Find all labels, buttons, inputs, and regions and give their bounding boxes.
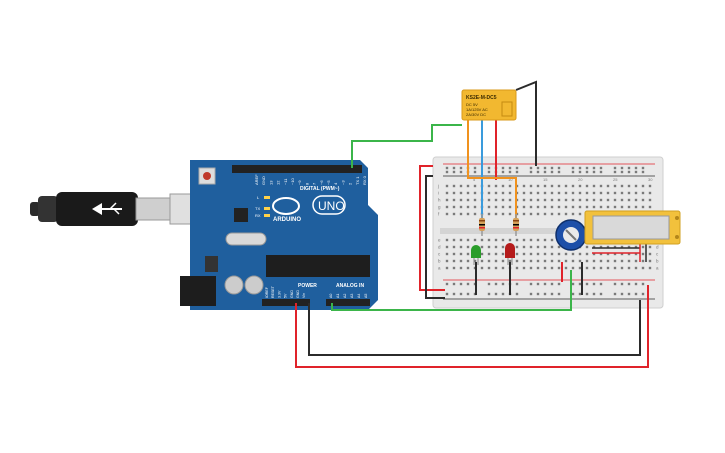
power-pin-label: 3.3V: [277, 290, 281, 298]
relay-spec-3: 2A/30V DC: [466, 112, 486, 117]
top-pin-label: ~11: [283, 178, 288, 185]
reset-button[interactable]: [203, 172, 211, 180]
column-number: 10: [508, 177, 513, 182]
analog-header-label: ANALOG IN: [336, 283, 364, 289]
row-letter: f: [438, 212, 440, 217]
row-letter: j: [437, 184, 439, 189]
arduino-uno-board[interactable]: L TX RX ARDUINO UNO DIGITAL (PWM~) POWER…: [180, 160, 378, 310]
wire-black-gnd[interactable]: [308, 300, 641, 356]
usb-cable: [30, 192, 215, 226]
atmega-chip: [266, 255, 370, 277]
top-pin-label: 2: [348, 182, 353, 185]
led-label-l: L: [257, 195, 260, 200]
analog-pin-label: A2: [343, 294, 347, 298]
row-letter-right: d: [656, 245, 659, 250]
potentiometer-knob-icon: [565, 229, 577, 241]
wire-green-digital[interactable]: [351, 124, 462, 168]
row-letter: b: [438, 259, 441, 264]
top-pin-label: RX 0: [362, 175, 367, 185]
top-pin-label: 13: [268, 180, 273, 185]
power-pin-label: RESET: [271, 285, 275, 298]
relay-spec-2: 1A/125V AC: [466, 107, 488, 112]
led-label-rx: RX: [255, 213, 261, 218]
top-pin-label: ~6: [319, 180, 324, 185]
power-header-label: POWER: [298, 283, 317, 289]
lcd-screen: [592, 215, 670, 240]
resistor-2[interactable]: [513, 214, 519, 236]
wire-black-relay[interactable]: [515, 80, 537, 166]
top-pin-label: ~10: [290, 177, 295, 185]
power-pin-label: 5V: [284, 293, 288, 298]
analog-pin-label: A4: [357, 294, 361, 298]
top-pin-label: ~9: [297, 180, 302, 185]
relay-coil-icon: [501, 101, 513, 117]
wire-red-5v[interactable]: [295, 285, 649, 368]
top-pin-label: ~5: [326, 180, 331, 185]
row-letter: g: [438, 205, 441, 210]
row-letter: i: [438, 191, 439, 196]
top-pin-label: AREF: [254, 174, 259, 185]
column-number: 15: [543, 177, 548, 182]
row-letter: d: [438, 245, 441, 250]
breadboard-column-numbers: 5 10 15 20 25 30: [473, 177, 653, 182]
analog-pin-label: A3: [350, 294, 354, 298]
column-number: 5: [473, 177, 476, 182]
top-pin-label: TX 1: [355, 176, 360, 185]
wire-red-rail-jumper[interactable]: [419, 165, 445, 291]
power-pin-label: Vin: [302, 293, 306, 298]
row-letter-right: a: [656, 266, 659, 271]
digital-header-pins: [232, 165, 362, 173]
led-red[interactable]: [505, 243, 515, 265]
row-letter: c: [438, 252, 441, 257]
breadboard-holes: [445, 166, 652, 296]
potentiometer[interactable]: [555, 219, 587, 251]
row-letter: a: [438, 266, 441, 271]
arduino-logo-icon: [272, 197, 300, 215]
usb-symbol-icon: [92, 203, 102, 215]
digital-header-label: DIGITAL (PWM~): [300, 186, 340, 192]
lcd-display[interactable]: [584, 210, 681, 245]
row-letter-right: c: [656, 252, 659, 257]
top-pin-label: 12: [276, 180, 281, 185]
analog-pin-label: A0: [329, 294, 333, 298]
wire-black-rail-jumper[interactable]: [425, 175, 445, 299]
power-pin-label: GND: [290, 290, 294, 298]
relay-module[interactable]: KS2E-M-DC5 DC 5V 1A/125V AC 2A/30V DC: [461, 89, 517, 121]
power-pin-label: IOREF: [265, 286, 269, 298]
relay-spec-1: DC 5V: [466, 102, 478, 107]
top-pin-label: 4: [333, 182, 338, 185]
power-pin-label: GND: [296, 290, 300, 298]
column-number: 30: [648, 177, 653, 182]
wire-orange-relay[interactable]: [467, 118, 517, 222]
power-jack: [180, 276, 216, 306]
wires: [295, 80, 649, 368]
arduino-brand: ARDUINO: [273, 217, 301, 223]
top-pin-label: 8: [304, 182, 309, 185]
top-pin-label: ~3: [340, 180, 345, 185]
row-letter-right: b: [656, 259, 659, 264]
column-number: 25: [613, 177, 618, 182]
power-header-pins: [262, 299, 310, 306]
analog-pin-label: A5: [364, 294, 368, 298]
row-letter: e: [438, 238, 441, 243]
row-letter: h: [438, 198, 441, 203]
top-pin-label: GND: [261, 176, 266, 185]
analog-pin-label: A1: [336, 294, 340, 298]
relay-model: KS2E-M-DC5: [466, 95, 497, 101]
column-number: 20: [578, 177, 583, 182]
led-label-tx: TX: [255, 206, 260, 211]
resistor-1[interactable]: [479, 214, 485, 236]
led-green[interactable]: [471, 245, 481, 265]
arduino-model: UNO: [318, 199, 345, 213]
top-pin-label: 7: [312, 182, 317, 185]
wire-green-analog[interactable]: [331, 270, 572, 311]
analog-header-pins: [326, 299, 370, 306]
